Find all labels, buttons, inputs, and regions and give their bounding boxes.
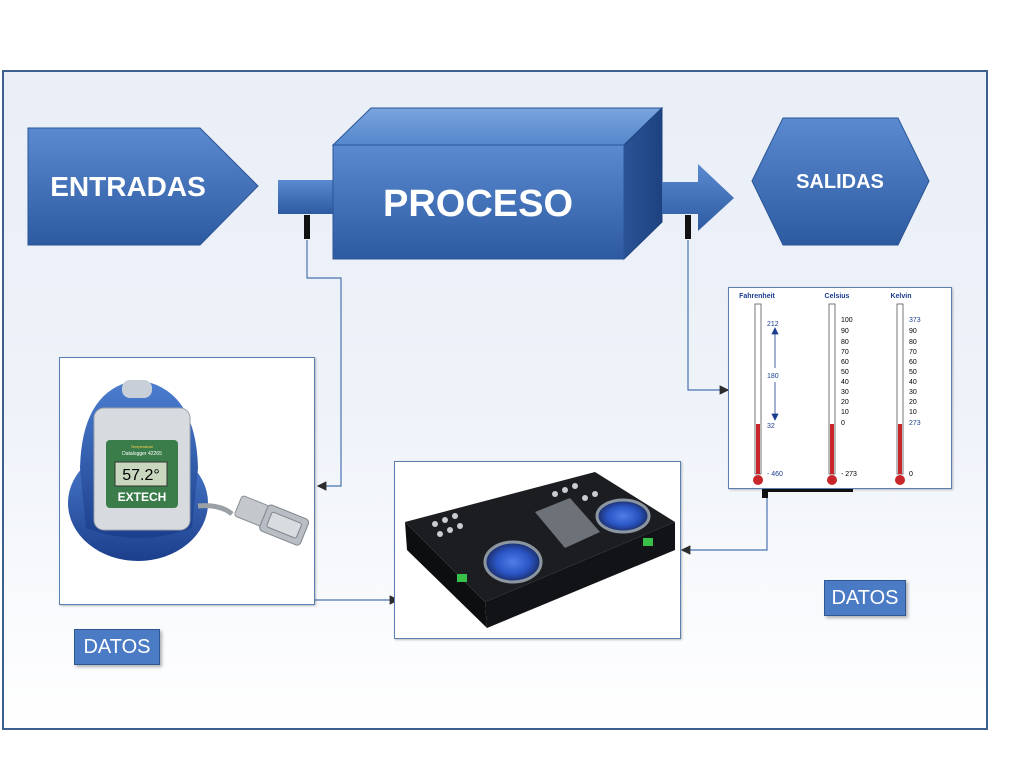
dj-mixer-photo: [394, 461, 681, 639]
datos-right-badge: DATOS: [824, 580, 906, 616]
datalogger-photo: 57.2° Datalogger 42265 Temperature EXTEC…: [59, 357, 315, 605]
k-label-50: 50: [909, 369, 917, 376]
scale-celsius-name: Celsius: [825, 293, 850, 300]
dj-mixer-icon: [405, 472, 675, 628]
input-connector-bar: [278, 180, 340, 214]
f-label-32: 32: [767, 423, 775, 430]
f-label-460: - 460: [767, 471, 783, 478]
c-label-273: - 273: [841, 471, 857, 478]
proceso-label: PROCESO: [383, 183, 573, 225]
c-label-50: 50: [841, 369, 849, 376]
k-label-10: 10: [909, 409, 917, 416]
f-label-212: 212: [767, 321, 779, 328]
k-label-70: 70: [909, 349, 917, 356]
f-label-180: 180: [767, 373, 779, 380]
c-label-70: 70: [841, 349, 849, 356]
c-label-90: 90: [841, 328, 849, 335]
k-label-273: 273: [909, 420, 921, 427]
k-label-80: 80: [909, 339, 917, 346]
entradas-label: ENTRADAS: [50, 171, 206, 202]
k-label-40: 40: [909, 379, 917, 386]
c-label-100: 100: [841, 317, 853, 324]
scale-kelvin-name: Kelvin: [890, 293, 911, 300]
k-label-0: 0: [909, 471, 913, 478]
logger-header: Temperature: [131, 444, 154, 449]
left-tab: [304, 215, 310, 239]
k-label-30: 30: [909, 389, 917, 396]
datalogger-icon: 57.2° Datalogger 42265 Temperature EXTEC…: [68, 380, 310, 561]
k-label-60: 60: [909, 359, 917, 366]
logger-model: Datalogger 42265: [122, 451, 162, 457]
c-label-40: 40: [841, 379, 849, 386]
thermo-tab: [762, 486, 768, 498]
thermo-base-bar: [765, 488, 853, 492]
thermometer-chart: Fahrenheit Celsius Kelvin 212 180 32 - 4…: [728, 287, 952, 489]
logger-brand: EXTECH: [118, 490, 167, 504]
output-arrow: [662, 164, 734, 231]
right-tab: [685, 215, 691, 239]
k-label-90: 90: [909, 328, 917, 335]
datos-left-badge: DATOS: [74, 629, 160, 665]
entradas-shape: ENTRADAS: [27, 127, 259, 246]
logger-reading: 57.2°: [122, 467, 160, 484]
c-label-60: 60: [841, 359, 849, 366]
c-label-20: 20: [841, 399, 849, 406]
salidas-shape: SALIDAS: [751, 117, 930, 246]
proceso-shape: PROCESO: [331, 106, 664, 261]
c-label-0: 0: [841, 420, 845, 427]
k-label-20: 20: [909, 399, 917, 406]
c-label-30: 30: [841, 389, 849, 396]
c-label-80: 80: [841, 339, 849, 346]
salidas-label: SALIDAS: [796, 171, 884, 193]
scale-fahrenheit-name: Fahrenheit: [739, 293, 775, 300]
c-label-10: 10: [841, 409, 849, 416]
k-label-373: 373: [909, 317, 921, 324]
thermometer-icon: Fahrenheit Celsius Kelvin 212 180 32 - 4…: [739, 293, 921, 485]
